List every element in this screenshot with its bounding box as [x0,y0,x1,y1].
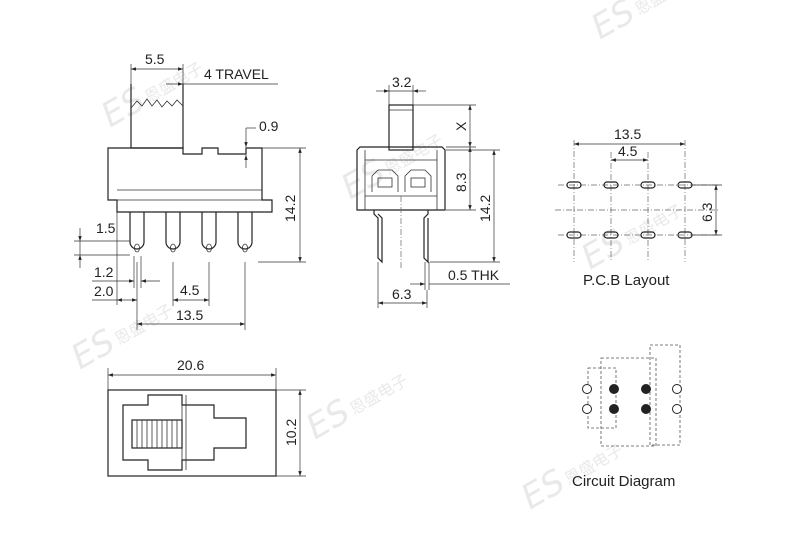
side-actuator-break [130,98,184,109]
top-slot [122,394,247,471]
watermark-text: 恩盛电子 [346,370,411,418]
side-dim-offset: 2.0 [94,283,114,299]
top-view: 20.6 10.2 [107,357,306,477]
top-body [107,389,277,477]
watermark-logo: ES [515,462,572,518]
side-dim-height: 14.2 [282,195,298,222]
end-dim-x: X [453,121,469,131]
side-pins [129,212,253,253]
watermark-text: 恩盛电子 [381,130,446,178]
end-dim-body: 8.3 [453,172,469,192]
top-dim-height: 10.2 [283,419,299,446]
pcb-dim-total: 13.5 [614,126,641,142]
end-dim-thk: 0.5 THK [448,267,500,283]
end-dim-height: 14.2 [477,195,493,222]
side-dim-pitch: 4.5 [180,282,200,298]
side-dim-top-width: 5.5 [145,51,165,67]
circuit-diagram: Circuit Diagram [572,344,682,490]
circuit-title: Circuit Diagram [572,473,675,490]
pcb-pads [566,181,693,239]
watermark-text: 恩盛电子 [631,0,696,19]
watermark-text: 恩盛电子 [621,200,686,248]
pcb-title: P.C.B Layout [583,272,670,289]
pcb-dim-row: 6.3 [699,202,715,222]
watermark-logo: ES [300,392,357,448]
end-body [356,146,446,211]
side-dim-small: 0.9 [259,118,279,134]
end-pin-left [373,210,383,264]
side-dim-hole: 1.2 [94,264,114,280]
top-knob [131,419,183,449]
circuit-switch-box-left [600,357,657,447]
watermark-text: 恩盛电子 [111,300,176,348]
side-dim-pin-dia: 1.5 [96,220,116,236]
end-dim-span: 6.3 [392,286,412,302]
side-view: 5.5 4 TRAVEL 0.9 14.2 1.5 1.2 2.0 [74,51,306,330]
end-view: 3.2 X 8.3 14.2 0.5 THK 6.3 [356,74,510,308]
end-dim-actuator: 3.2 [392,74,412,90]
side-body [107,147,273,213]
side-dim-total: 13.5 [176,307,203,323]
watermark-logo: ES [575,222,632,278]
pcb-layout: 13.5 4.5 6.3 P.C.B Layout [555,126,722,289]
circuit-switch-box-right [649,344,681,446]
circuit-switch-box-outer [587,367,617,429]
top-dim-width: 20.6 [177,357,204,373]
side-dim-travel: 4 TRAVEL [204,66,269,82]
pcb-dim-pitch: 4.5 [618,143,638,159]
circuit-contacts [582,384,682,414]
end-actuator [388,104,414,151]
end-pin-right [423,210,429,264]
watermark-logo: ES [95,80,152,136]
watermark-logo: ES [65,322,122,378]
